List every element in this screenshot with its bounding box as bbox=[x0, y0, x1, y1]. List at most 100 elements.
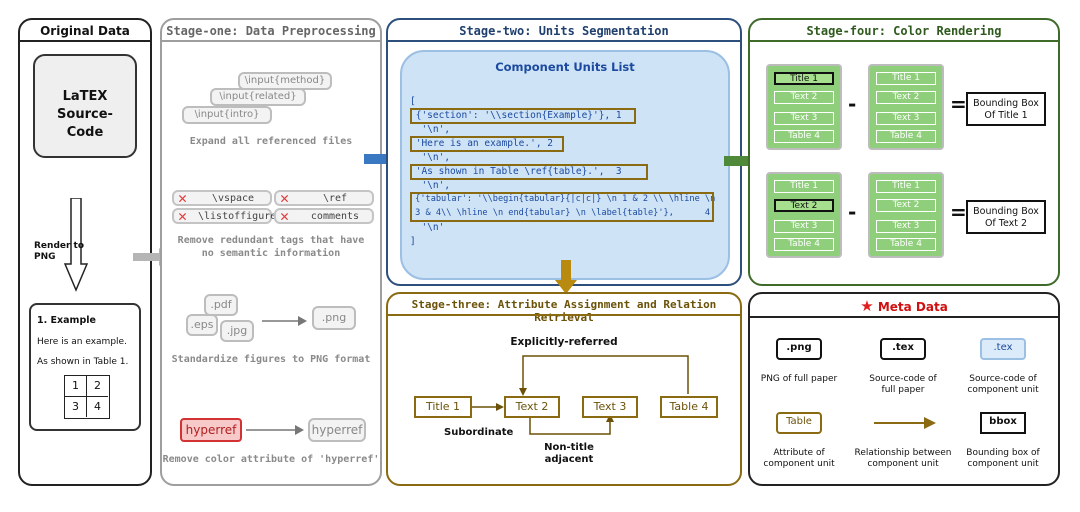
code-line: [ bbox=[410, 96, 416, 107]
cross-icon: ✕ bbox=[178, 207, 188, 225]
pdf-file: .pdf bbox=[204, 294, 238, 316]
component-units-list: Component Units List [ {'section': '\\se… bbox=[400, 50, 730, 280]
code-line: {'section': '\\section{Example}'}, 1 bbox=[410, 110, 622, 121]
stage-four-panel: Stage-four: Color Rendering Title 1 Text… bbox=[748, 18, 1060, 286]
page-item: Text 2 bbox=[774, 91, 834, 104]
page-item: Title 1 bbox=[876, 180, 936, 193]
tex-unit-legend-box: .tex bbox=[980, 338, 1026, 360]
page-item: Table 4 bbox=[774, 238, 834, 251]
arrow-right-icon bbox=[246, 425, 304, 435]
caption-hyperref: Remove color attribute of 'hyperref' bbox=[162, 454, 380, 465]
page-item: Title 1 bbox=[774, 180, 834, 193]
unit-box-3 bbox=[410, 164, 648, 180]
latex-source-box: LaTEX Source- Code bbox=[33, 54, 137, 158]
node-title-1: Title 1 bbox=[414, 396, 472, 418]
code-line: 'Here is an example.', 2 bbox=[410, 138, 553, 149]
rendered-page-highlight: Title 1 Text 2 Text 3 Table 4 bbox=[766, 172, 842, 258]
png-legend-box: .png bbox=[776, 338, 822, 360]
table-cell: 4 bbox=[94, 400, 101, 413]
stage-two-panel: Stage-two: Units Segmentation Component … bbox=[386, 18, 742, 286]
legend-caption: Source-code of full paper bbox=[869, 374, 937, 395]
minus-sign: - bbox=[848, 92, 857, 116]
page-item: Title 1 bbox=[774, 72, 834, 85]
node-text-2: Text 2 bbox=[504, 396, 560, 418]
page-item: Text 2 bbox=[876, 91, 936, 104]
rendered-page-highlight: Title 1 Text 2 Text 3 Table 4 bbox=[766, 64, 842, 150]
tex-legend-box: .tex bbox=[880, 338, 926, 360]
hyperref-gray: hyperref bbox=[308, 418, 366, 442]
page-item: Table 4 bbox=[876, 130, 936, 143]
code-line: '\n', bbox=[410, 124, 451, 135]
code-line: 3 & 4\\ \hline \n end{tabular} \n \label… bbox=[410, 208, 711, 218]
equals-sign: = bbox=[950, 200, 967, 224]
caption-standardize: Standardize figures to PNG format bbox=[171, 354, 371, 365]
code-line: {'tabular': '\\begin{tabular}{|c|c|} \n … bbox=[410, 194, 716, 204]
explicit-label: Explicitly-referred bbox=[510, 336, 618, 348]
unit-box-1 bbox=[410, 108, 636, 124]
page-item: Text 3 bbox=[876, 112, 936, 125]
rendered-page-base: Title 1 Text 2 Text 3 Table 4 bbox=[868, 172, 944, 258]
node-table-4: Table 4 bbox=[660, 396, 718, 418]
example-heading: 1. Example bbox=[37, 315, 96, 326]
cross-icon: ✕ bbox=[280, 207, 290, 225]
table-legend-box: Table bbox=[776, 412, 822, 434]
meta-data-panel: ★ Meta Data .png PNG of full paper .tex … bbox=[748, 292, 1060, 486]
hyperref-red: hyperref bbox=[180, 418, 242, 442]
equals-sign: = bbox=[950, 92, 967, 116]
list-title: Component Units List bbox=[495, 60, 635, 74]
node-text-3: Text 3 bbox=[582, 396, 638, 418]
panel-title: Stage-four: Color Rendering bbox=[806, 24, 1002, 38]
code-line: ] bbox=[410, 236, 416, 247]
relation-arrows bbox=[472, 355, 689, 435]
bbox-title-1: Bounding Box Of Title 1 bbox=[966, 92, 1046, 126]
star-icon: ★ bbox=[860, 297, 874, 315]
render-arrow-icon bbox=[64, 198, 88, 292]
table-cell: 3 bbox=[65, 397, 87, 417]
code-line: '\n', bbox=[410, 180, 451, 191]
page-item: Text 3 bbox=[774, 112, 834, 125]
bbox-text-2: Bounding Box Of Text 2 bbox=[966, 200, 1046, 234]
legend-caption: PNG of full paper bbox=[760, 374, 838, 384]
legend-caption: Source-code of component unit bbox=[967, 374, 1039, 395]
stage-three-panel: Stage-three: Attribute Assignment and Re… bbox=[386, 292, 742, 486]
page-item: Title 1 bbox=[876, 72, 936, 85]
vspace-tag: ✕\vspace bbox=[172, 189, 272, 207]
cross-icon: ✕ bbox=[178, 189, 188, 207]
unit-box-4 bbox=[410, 192, 714, 222]
render-label: Render to PNG bbox=[34, 241, 85, 262]
code-line: '\n', bbox=[410, 152, 451, 163]
panel-title: Original Data bbox=[40, 24, 130, 38]
minus-sign: - bbox=[848, 200, 857, 224]
relationship-arrow-icon bbox=[874, 417, 936, 429]
panel-title: ★ Meta Data bbox=[860, 297, 948, 315]
example-page: 1. Example Here is an example. As shown … bbox=[29, 303, 141, 431]
eps-file: .eps bbox=[186, 314, 218, 336]
table-cell: 1 bbox=[65, 376, 87, 397]
page-item: Text 2 bbox=[774, 199, 834, 212]
code-line: '\n' bbox=[410, 222, 445, 233]
stage-one-panel: Stage-one: Data Preprocessing \input{met… bbox=[160, 18, 382, 486]
page-item: Table 4 bbox=[774, 130, 834, 143]
caption-remove-tags: Remove redundant tags that have no seman… bbox=[177, 235, 365, 259]
original-data-panel: Original Data LaTEX Source- Code Render … bbox=[18, 18, 152, 486]
example-line: Here is an example. bbox=[37, 337, 127, 347]
page-item: Text 2 bbox=[876, 199, 936, 212]
jpg-file: .jpg bbox=[220, 320, 254, 342]
comments-tag: ✕comments bbox=[274, 207, 374, 225]
page-item: Text 3 bbox=[774, 220, 834, 233]
adjacent-label: Non-title adjacent bbox=[544, 442, 594, 465]
table-cell: 2 bbox=[87, 376, 108, 397]
ref-tag: ✕\ref bbox=[274, 189, 374, 207]
legend-caption: Attribute of component unit bbox=[763, 448, 835, 469]
panel-title: Stage-two: Units Segmentation bbox=[459, 24, 669, 38]
page-item: Table 4 bbox=[876, 238, 936, 251]
caption-expand: Expand all referenced files bbox=[189, 136, 353, 147]
bbox-legend-box: bbox bbox=[980, 412, 1026, 434]
cross-icon: ✕ bbox=[280, 189, 290, 207]
png-file: .png bbox=[312, 306, 356, 330]
example-line: As shown in Table 1. bbox=[37, 357, 129, 367]
legend-caption: Bounding box of component unit bbox=[966, 448, 1040, 469]
subordinate-label: Subordinate bbox=[444, 427, 514, 438]
listoffigures-tag: ✕\listoffigures bbox=[172, 207, 282, 225]
legend-caption: Relationship between component unit bbox=[854, 448, 952, 469]
